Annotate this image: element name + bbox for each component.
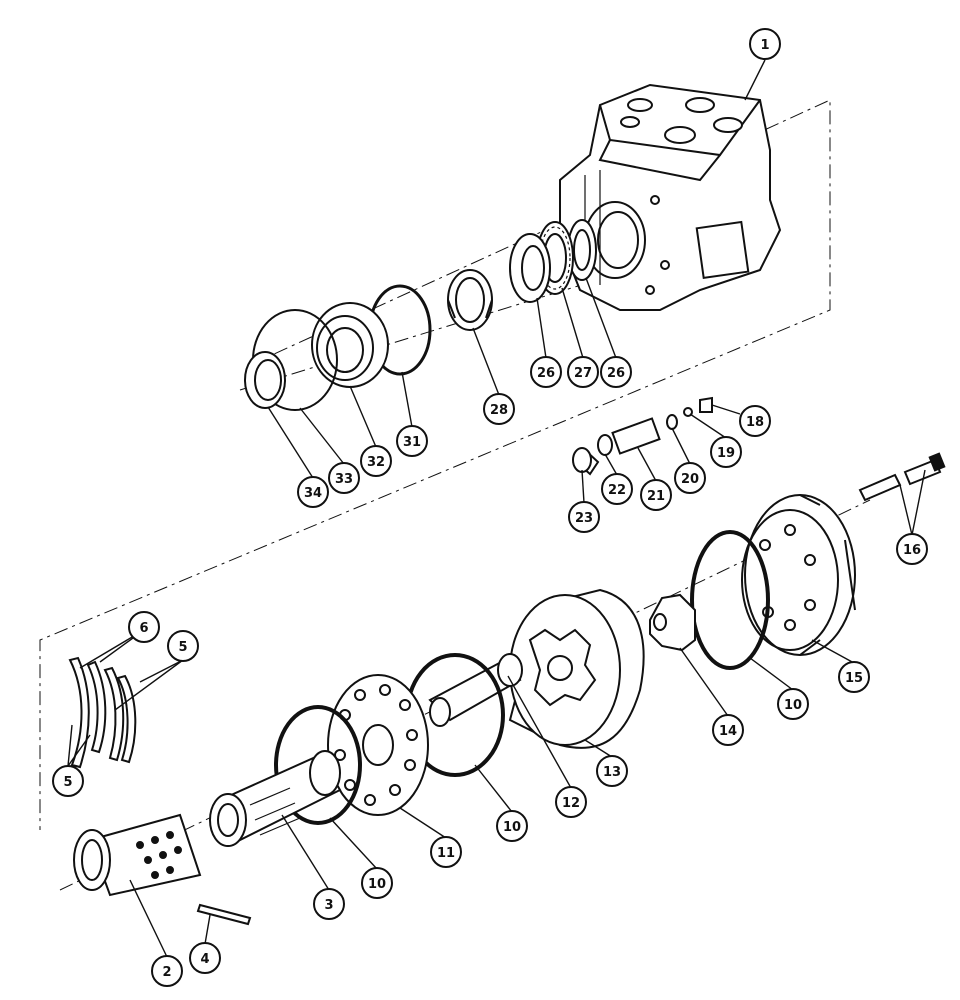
svg-text:21: 21 [647, 489, 665, 504]
svg-text:12: 12 [562, 796, 580, 811]
svg-text:26: 26 [537, 366, 555, 381]
centering-springs-parts-5-6 [68, 656, 137, 769]
callout-2: 2 [151, 955, 183, 987]
svg-text:2: 2 [162, 965, 171, 980]
svg-text:5: 5 [178, 640, 187, 655]
callout-26-right: 26 [600, 356, 632, 388]
lower-centerline [59, 499, 871, 891]
callout-19: 19 [710, 436, 742, 468]
seal-kit-parts-31-34 [244, 284, 432, 411]
callout-10-left: 10 [361, 867, 393, 899]
callout-22: 22 [601, 473, 633, 505]
relief-valve-parts-18-23 [572, 396, 713, 476]
o-ring-part-10-left [274, 705, 362, 825]
svg-text:28: 28 [490, 403, 508, 418]
callout-23: 23 [568, 501, 600, 533]
seal-part-28 [447, 269, 493, 331]
wear-plate-part-11 [327, 674, 429, 816]
svg-text:4: 4 [200, 952, 209, 967]
callout-16: 16 [896, 533, 928, 565]
callout-1: 1 [749, 28, 781, 60]
svg-text:27: 27 [574, 366, 592, 381]
svg-text:31: 31 [403, 435, 421, 450]
callout-15: 15 [838, 661, 870, 693]
svg-text:11: 11 [437, 846, 455, 861]
svg-text:10: 10 [368, 877, 386, 892]
callout-4: 4 [189, 942, 221, 974]
gerotor-part-13 [508, 588, 645, 749]
callout-10-middle: 10 [496, 810, 528, 842]
callout-6: 6 [128, 611, 160, 643]
end-cap-part-15 [741, 494, 856, 656]
callout-14: 14 [712, 714, 744, 746]
svg-text:22: 22 [608, 483, 626, 498]
svg-text:16: 16 [903, 543, 921, 558]
o-ring-part-10-right [690, 530, 770, 670]
callout-18: 18 [739, 405, 771, 437]
callout-31: 31 [396, 425, 428, 457]
drive-shaft-part-12 [428, 653, 523, 727]
svg-text:3: 3 [324, 898, 333, 913]
spacer-part-14 [649, 593, 696, 652]
svg-text:13: 13 [603, 765, 621, 780]
svg-text:19: 19 [717, 446, 735, 461]
housing-part-1 [559, 83, 782, 311]
callout-20: 20 [674, 462, 706, 494]
svg-text:14: 14 [719, 724, 737, 739]
svg-text:20: 20 [681, 472, 699, 487]
svg-text:23: 23 [575, 511, 593, 526]
svg-text:26: 26 [607, 366, 625, 381]
svg-text:5: 5 [63, 775, 72, 790]
pin-part-4 [196, 903, 252, 926]
svg-text:6: 6 [139, 621, 148, 636]
svg-text:15: 15 [845, 671, 863, 686]
spool-part-3 [209, 750, 342, 847]
thrust-bearing-parts-26-27 [509, 219, 597, 303]
svg-text:34: 34 [304, 486, 322, 501]
callout-34: 34 [297, 476, 329, 508]
callout-12: 12 [555, 786, 587, 818]
callout-13: 13 [596, 755, 628, 787]
callout-33: 33 [328, 462, 360, 494]
callout-3: 3 [313, 888, 345, 920]
svg-text:1: 1 [760, 38, 769, 53]
callout-21: 21 [640, 479, 672, 511]
callout-32: 32 [360, 445, 392, 477]
callout-11: 11 [430, 836, 462, 868]
callout-27: 27 [567, 356, 599, 388]
leader-lines [67, 59, 926, 958]
svg-text:33: 33 [335, 472, 353, 487]
callout-28: 28 [483, 393, 515, 425]
callout-10-right: 10 [777, 688, 809, 720]
svg-text:10: 10 [503, 820, 521, 835]
svg-text:32: 32 [367, 455, 385, 470]
callout-26-left: 26 [530, 356, 562, 388]
sleeve-part-2 [73, 813, 202, 897]
callout-5-right: 5 [167, 630, 199, 662]
svg-text:18: 18 [746, 415, 764, 430]
callout-5-left: 5 [52, 765, 84, 797]
svg-text:10: 10 [784, 698, 802, 713]
